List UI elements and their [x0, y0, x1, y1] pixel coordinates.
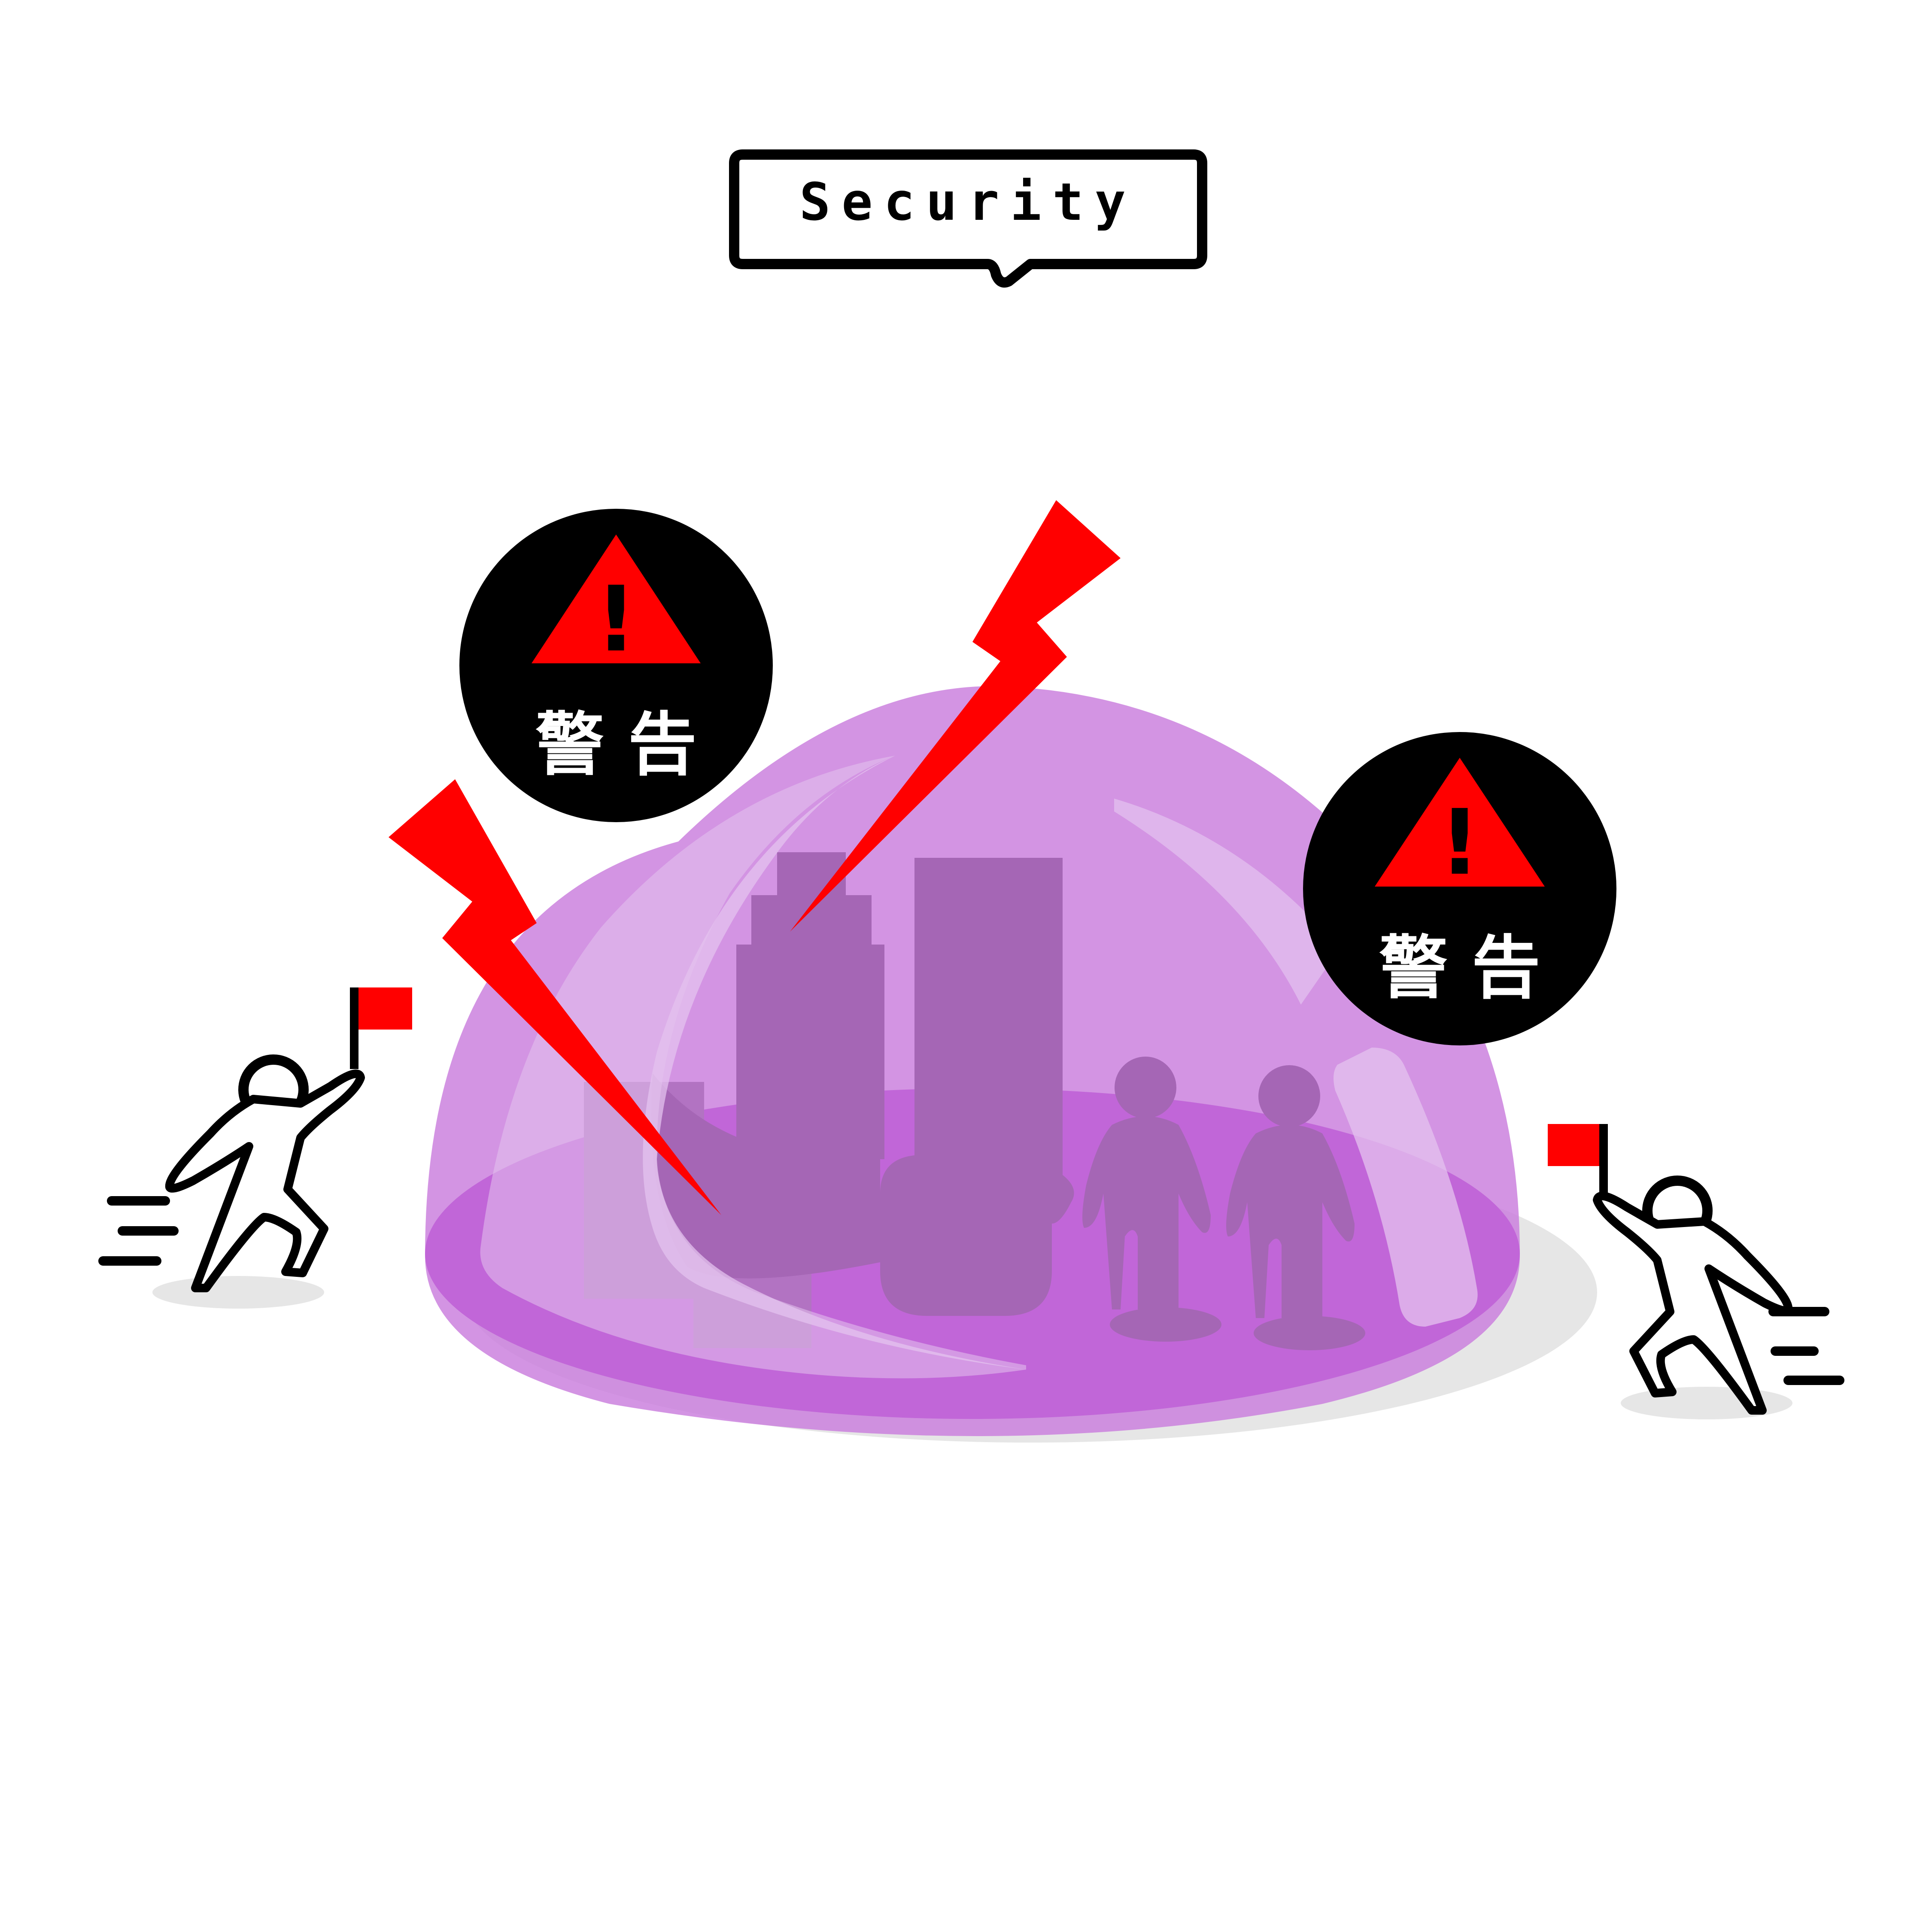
runner-body: [165, 1069, 365, 1292]
dome-highlight-right-band: [1334, 1048, 1478, 1327]
warning-triangle-icon: [1375, 758, 1545, 887]
runner-body: [1593, 1191, 1793, 1415]
title-label-bubble: [729, 149, 1207, 288]
warning-triangle-symbol: !: [595, 567, 637, 672]
title-label-text: Security: [799, 173, 1137, 232]
dome-highlight-right: [1114, 799, 1340, 1005]
warning-badge-text: 警 告: [1379, 928, 1540, 1008]
warning-badge-text: 警 告: [535, 705, 697, 785]
running-person-with-flag-icon-right: [1548, 1124, 1844, 1419]
flag: [1548, 1124, 1601, 1166]
flag: [358, 987, 412, 1030]
warning-badge-right: ! 警 告: [1303, 732, 1616, 1045]
title-label: Security: [729, 149, 1207, 288]
lightning-bolt-icon: [790, 500, 1121, 932]
warning-badge-left: ! 警 告: [459, 509, 773, 822]
dome-highlight-arc: [480, 756, 1026, 1379]
warning-triangle-symbol: !: [1439, 790, 1480, 895]
runner-shadow: [152, 1276, 324, 1309]
warning-triangle-icon: [532, 535, 701, 663]
dome-highlight-left: [643, 756, 1026, 1370]
running-person-with-flag-icon-left: [98, 987, 412, 1309]
lightning-bolt-icon: [389, 779, 721, 1215]
runner-shadow: [1621, 1387, 1792, 1419]
